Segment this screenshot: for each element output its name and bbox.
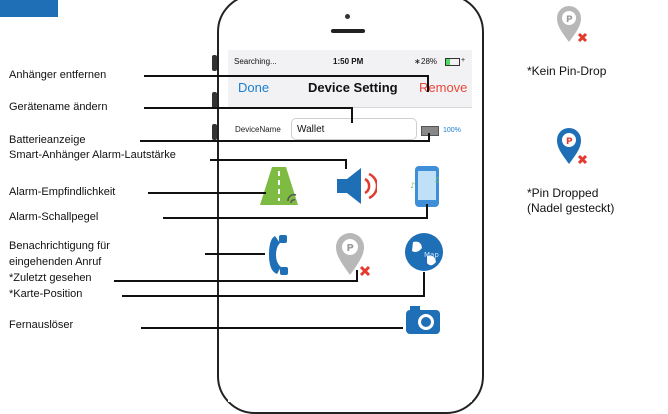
leader-battery [140,140,430,142]
earpiece-speaker [331,29,365,33]
callout-alarm-volume: Smart-Anhänger Alarm-Lautstärke [9,149,176,161]
charging-icon: + [461,57,466,64]
callout-sensitivity: Alarm-Empfindlichkeit [9,186,116,198]
callout-remove-tag: Anhänger entfernen [9,69,107,81]
note-no-pin: *Kein Pin-Drop [527,64,607,78]
svg-text:♪: ♪ [410,181,415,190]
phone-alarm-icon[interactable]: ♪ ♫ [408,164,444,210]
device-name-label: DeviceName [235,125,281,134]
svg-text:P: P [347,243,354,254]
done-button[interactable]: Done [238,80,270,95]
callout-rename: Gerätename ändern [9,101,108,113]
tag-battery-icon [421,126,439,136]
leader-rename-drop [351,107,353,123]
pin-dropped-icon: P [557,128,588,165]
bluetooth-icon: ∗ [414,57,421,66]
callout-incoming-call-line1: Benachrichtigung für [9,240,110,252]
leader-last-seen [114,280,358,282]
incoming-call-icon[interactable] [266,233,294,277]
leader-map-rise [423,272,425,297]
callout-remote-shutter: Fernauslöser [9,319,74,331]
note-pin-dropped-line1: *Pin Dropped [527,186,599,200]
tag-battery-percent: 100% [443,127,461,134]
status-battery-percent: 28% [421,57,438,66]
leader-alarm-volume-drop [345,159,347,169]
volume-down-button [212,124,217,140]
leader-remote-shutter [141,327,403,329]
map-globe-icon[interactable]: Map [403,230,445,274]
carrier-status: Searching... [234,57,277,66]
no-pin-drop-icon: P [557,6,588,43]
mute-switch [212,55,217,71]
callout-battery: Batterieanzeige [9,134,86,146]
callout-alarm-level: Alarm-Schallpegel [9,211,99,223]
corner-tab [0,0,58,17]
status-time: 1:50 PM [333,57,364,66]
callout-map-position: *Karte-Position [9,288,83,300]
leader-remove [144,75,428,77]
leader-alarm-level-rise [426,204,428,219]
svg-text:P: P [566,15,573,25]
leader-rename [144,107,353,109]
sensitivity-road-icon[interactable] [258,165,300,207]
status-battery-icon [445,58,460,66]
callout-last-seen: *Zuletzt gesehen [9,272,92,284]
leader-sensitivity [148,192,266,194]
last-seen-pin-icon[interactable]: P [334,231,374,279]
leader-remove-drop [427,75,429,92]
page-title: Device Setting [308,80,398,95]
callout-incoming-call-line2: eingehenden Anruf [9,256,102,268]
front-camera [345,14,350,19]
speaker-volume-icon[interactable] [333,165,377,207]
remote-shutter-camera-icon[interactable] [404,304,442,336]
svg-text:♫: ♫ [434,176,440,184]
map-icon-text: Map [424,251,439,259]
leader-battery-drop [428,133,430,142]
leader-map [122,295,425,297]
note-pin-dropped-line2: (Nadel gesteckt) [527,201,615,215]
leader-incoming-call [205,253,265,255]
leader-last-seen-rise [356,270,358,282]
leader-alarm-volume [210,159,347,161]
leader-alarm-level [163,217,428,219]
remove-button[interactable]: Remove [419,80,468,95]
svg-text:P: P [566,137,573,147]
volume-up-button [212,92,217,108]
device-name-field[interactable] [291,118,417,140]
